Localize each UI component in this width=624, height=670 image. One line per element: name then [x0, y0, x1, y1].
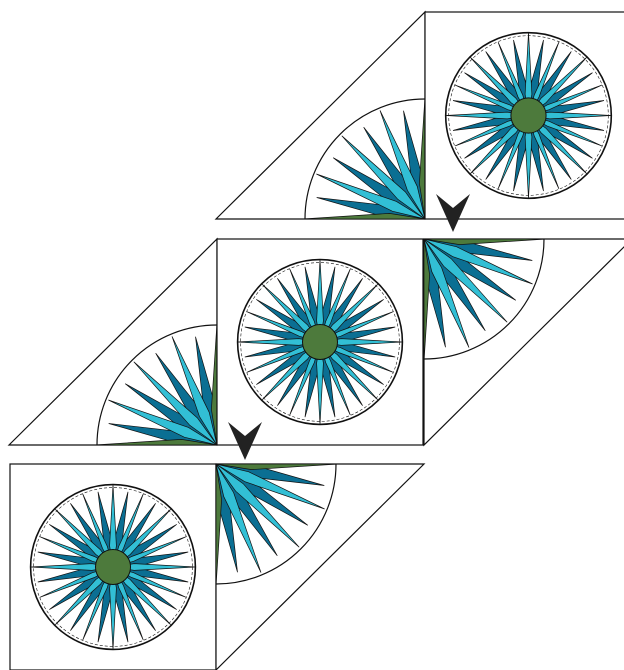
row1-left-setting: [216, 12, 425, 219]
row3-compass-block: [10, 464, 216, 670]
compass-center: [95, 549, 130, 584]
row3-right-setting: [216, 464, 424, 670]
compass-center: [302, 324, 337, 359]
row2-compass-block: [217, 239, 423, 445]
row2-left-setting: [9, 239, 217, 445]
compass-center: [511, 98, 546, 133]
row1-compass-block: [425, 12, 624, 219]
row2-right-setting: [424, 239, 624, 445]
